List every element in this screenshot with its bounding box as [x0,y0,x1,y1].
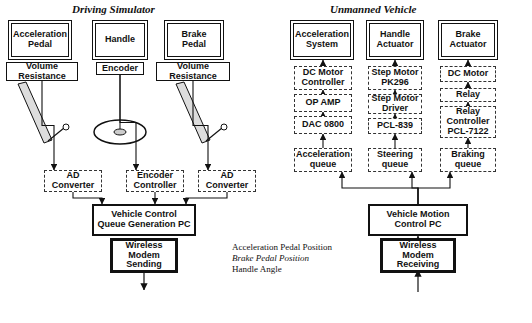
process-box: Volume Resistance [6,62,78,81]
signal-arrow [154,192,155,204]
process-box: Braking queue [440,148,496,172]
box-label: Wireless Modem Receiving [385,241,451,271]
box-label: Brake Pedal [170,30,218,50]
box-label: Vehicle Motion Control PC [372,210,464,230]
pedal-pivot [63,124,69,130]
process-box: AD Converter [198,170,256,192]
steering-hub [114,129,126,135]
box-label: Steering queue [371,150,419,170]
signal-note: Brake Pedal Position [232,253,309,263]
box-label: AD Converter [201,171,253,191]
process-box: DC Motor [440,66,496,82]
process-box: PCL-839 [368,118,422,134]
process-box: Vehicle Control Queue Generation PC [92,204,196,236]
signal-arrow [418,172,450,204]
box-label: Volume Resistance [9,62,75,82]
pedal-lever [48,128,64,141]
box-label: Wireless Modem Sending [115,241,173,271]
box-label: Volume Resistance [159,62,227,82]
box-label: Relay Controller PCL-7122 [443,107,493,137]
signal-arrow [394,134,395,148]
box-label: Acceleration Pedal [13,30,67,50]
modem-box: Wireless Modem Receiving [380,238,456,273]
receive-arrow [417,270,418,292]
input-device-box: Acceleration Pedal [8,20,72,60]
process-box: Relay [440,88,496,102]
process-box: Encoder [96,62,144,75]
section-heading: Driving Simulator [72,3,155,15]
box-label: Brake Actuator [444,30,492,50]
box-label: Handle Actuator [372,30,418,50]
box-label: OP AMP [305,98,340,108]
process-box: Volume Resistance [156,62,230,81]
input-device-box: Brake Pedal [164,20,224,60]
signal-arrow [42,81,54,170]
process-box: AD Converter [44,170,102,192]
box-label: Braking queue [443,150,493,170]
pedal-illustration [18,82,52,143]
signal-note: Handle Angle [232,264,282,274]
signal-note: Acceleration Pedal Position [232,242,332,252]
process-box: OP AMP [294,94,352,112]
process-box: Acceleration queue [294,148,352,172]
process-box: Vehicle Motion Control PC [368,204,468,236]
box-label: DC Motor Controller [297,68,349,88]
box-label: DC Motor [448,69,489,79]
modem-box: Wireless Modem Sending [110,238,178,273]
signal-arrow [322,134,323,148]
input-device-box: Handle Actuator [366,20,424,60]
input-device-box: Acceleration System [290,20,354,60]
illustration-layer [18,75,418,292]
box-label: Step Motor PK296 [371,68,419,88]
box-label: Encoder Controller [129,171,181,191]
signal-arrow [342,172,418,204]
section-heading: Unmanned Vehicle [330,3,416,15]
box-label: Relay [456,90,480,100]
signal-arrow [193,81,208,170]
signal-arrow [186,192,227,204]
signal-arrow [120,75,136,170]
input-device-box: Brake Actuator [438,20,498,60]
signal-arrow [467,138,468,148]
input-device-box: Handle [92,20,148,60]
process-box: Relay Controller PCL-7122 [440,106,496,138]
box-label: Step Motor Driver [371,94,419,114]
signal-arrow [412,172,418,204]
box-label: Vehicle Control Queue Generation PC [96,210,192,230]
process-box: Step Motor Driver [368,94,422,114]
process-box: DAC 0800 [294,116,352,134]
process-box: DC Motor Controller [294,66,352,90]
box-label: Acceleration System [295,30,349,50]
process-box: Step Motor PK296 [368,66,422,90]
box-label: DAC 0800 [302,120,344,130]
box-label: AD Converter [47,171,99,191]
box-label: Acceleration queue [296,150,350,170]
process-box: Encoder Controller [126,170,184,192]
pedal-pivot [221,124,227,130]
box-label: PCL-839 [377,121,413,131]
box-label: Encoder [102,64,138,74]
signal-arrow [73,192,102,204]
box-label: Handle [105,35,135,45]
process-box: Steering queue [368,148,422,172]
